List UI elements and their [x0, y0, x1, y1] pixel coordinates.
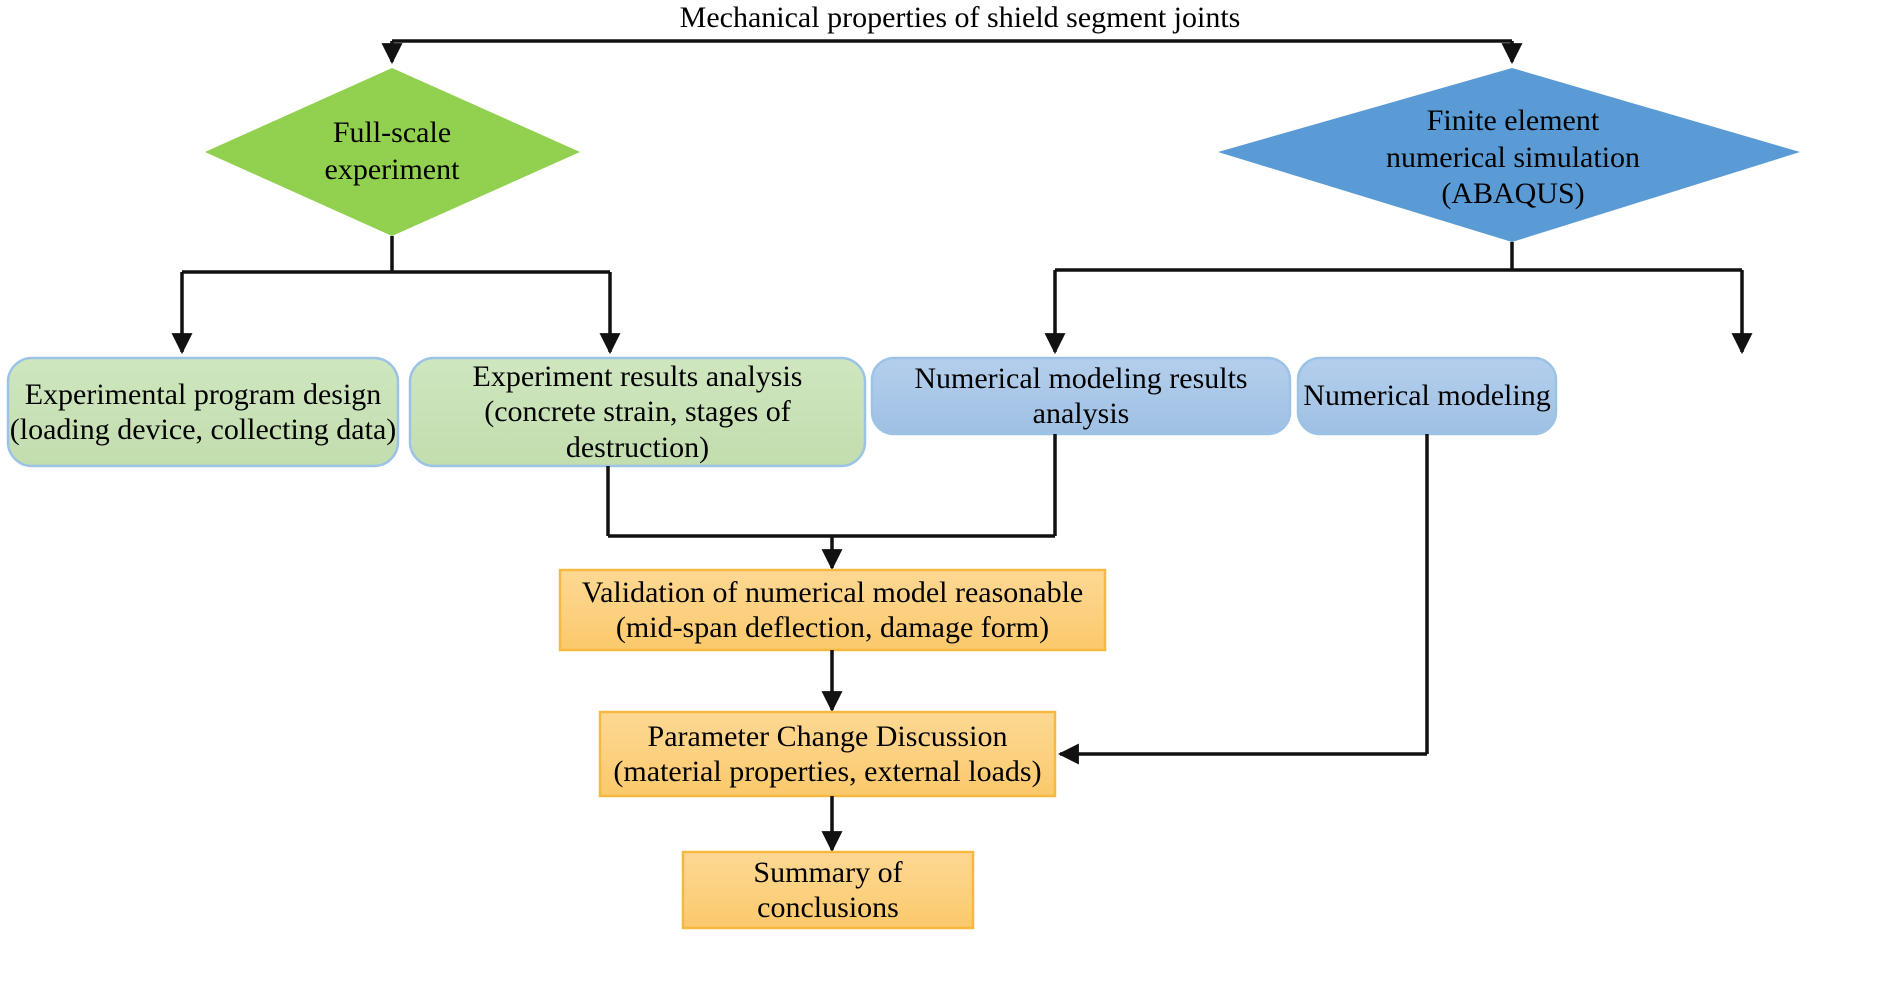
node-numerical-modeling-results-analysis: Numerical modeling results analysis [914, 361, 1248, 430]
node-parameter-change-discussion: Parameter Change Discussion (material pr… [613, 719, 1042, 788]
edge-experiment-fork [171, 236, 621, 355]
edge-merge-to-validation [606, 434, 1057, 571]
shape-summary-of-conclusions [681, 850, 975, 930]
node-experiment-results-analysis: Experiment results analysis (concrete st… [472, 359, 803, 464]
edge-root-split [381, 39, 1523, 65]
shape-full-scale-experiment-diamond [205, 68, 580, 236]
shape-experiment-results-analysis [408, 356, 867, 468]
shape-finite-element-simulation-diamond [1218, 68, 1800, 242]
shape-numerical-modeling-results-analysis [870, 356, 1292, 436]
shape-parameter-change-discussion [598, 710, 1057, 798]
diagram-title: Mechanical properties of shield segment … [679, 1, 1241, 35]
node-numerical-modeling: Numerical modeling [1303, 379, 1551, 413]
edge-simulation-fork [1044, 242, 1753, 355]
node-experimental-program-design: Experimental program design (loading dev… [9, 377, 397, 446]
node-validation-of-numerical-model: Validation of numerical model reasonable… [581, 575, 1084, 644]
shape-experimental-program-design [6, 356, 400, 468]
edge-numerical-modeling-to-parameter [1057, 434, 1429, 765]
shape-validation-of-numerical-model [558, 568, 1107, 652]
node-summary-of-conclusions: Summary of conclusions [753, 855, 903, 924]
